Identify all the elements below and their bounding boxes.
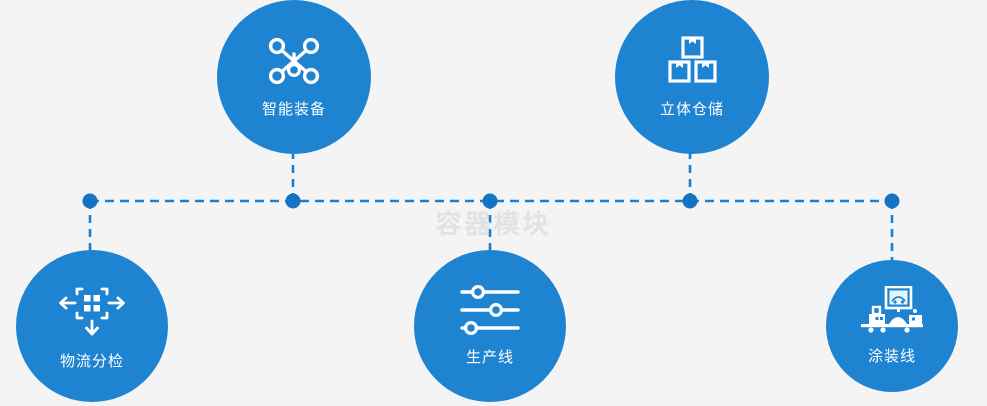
node-label-logistics-sorting: 物流分检	[59, 353, 124, 370]
junction-dot-vertical-warehouse	[682, 193, 698, 209]
factory-monitor-icon	[859, 285, 925, 334]
node-label-painting-line: 涂装线	[867, 348, 916, 365]
node-vertical-warehouse[interactable]: 立体仓储	[615, 0, 769, 154]
sorting-arrows-icon	[57, 281, 127, 339]
node-logistics-sorting[interactable]: 物流分检	[16, 250, 168, 402]
node-smart-equipment[interactable]: 智能装备	[217, 0, 371, 154]
junction-dot-painting-line	[884, 193, 900, 209]
node-label-smart-equipment: 智能装备	[261, 101, 326, 118]
stacked-boxes-icon	[665, 35, 719, 87]
network-nodes-icon	[266, 35, 322, 87]
junction-dot-logistics-sorting	[82, 193, 98, 209]
junction-dot-smart-equipment	[285, 193, 301, 209]
node-label-production-line: 生产线	[465, 349, 514, 366]
node-label-vertical-warehouse: 立体仓储	[659, 101, 724, 118]
sliders-icon	[459, 284, 521, 335]
node-painting-line[interactable]: 涂装线	[826, 260, 958, 392]
junction-dot-production-line	[482, 193, 498, 209]
node-production-line[interactable]: 生产线	[414, 250, 566, 402]
